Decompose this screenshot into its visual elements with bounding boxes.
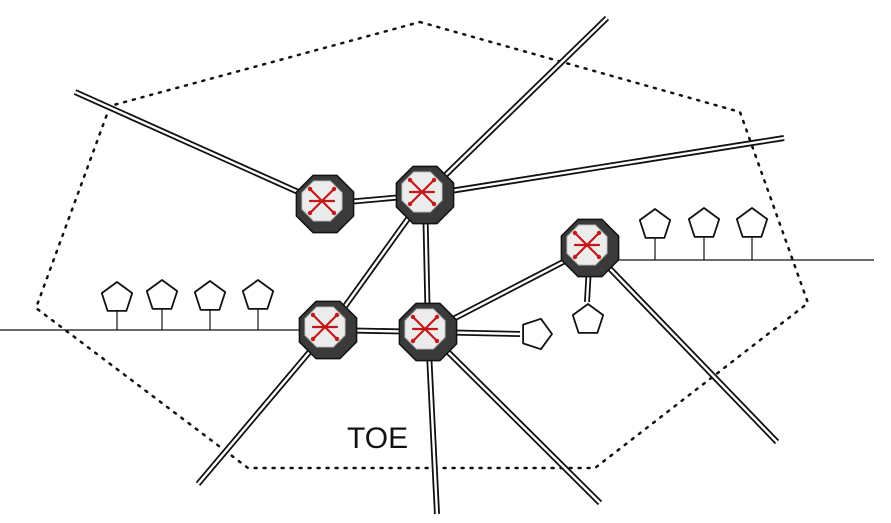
host-pentagon: [638, 208, 672, 239]
network-links-layer: [73, 15, 785, 515]
network-switch-icon: [295, 174, 355, 234]
host-pentagon: [100, 281, 134, 312]
switch-arrow-head: [572, 230, 578, 236]
switch-arrow-head: [310, 336, 316, 342]
switch-arrow-head: [431, 201, 437, 207]
switch-arrow-head: [331, 186, 337, 192]
switch-arrow-head: [307, 186, 313, 192]
pentagon-host-icon: [687, 207, 721, 260]
switch-arrow-head: [410, 338, 416, 344]
network-link-gap: [426, 331, 439, 515]
network-link-gap: [589, 247, 778, 443]
network-link-gap: [197, 329, 329, 485]
network-link-gap: [427, 331, 601, 504]
switch-arrow-head: [434, 314, 440, 320]
network-switch-icon: [298, 300, 358, 360]
switch-arrow-head: [596, 254, 602, 260]
toe-boundary: [34, 20, 810, 470]
switch-arrow-head: [334, 312, 340, 318]
switch-arrow-head: [307, 210, 313, 216]
pentagon-host-icon: [638, 208, 672, 260]
switch-arrow-head: [596, 230, 602, 236]
switch-arrow-head: [310, 312, 316, 318]
host-pentagon: [522, 317, 553, 351]
switch-arrow-head: [407, 201, 413, 207]
pentagon-host-icon: [571, 303, 605, 334]
toe-boundary-layer: [34, 20, 810, 470]
network-link-gap: [424, 136, 785, 197]
pentagon-host-icon: [100, 281, 134, 330]
host-pentagon: [241, 279, 275, 310]
pentagon-host-icon: [735, 207, 769, 260]
switch-arrow-head: [434, 338, 440, 344]
toe-boundary-label: TOE: [347, 422, 408, 455]
switch-arrow-head: [331, 210, 337, 216]
host-pentagon: [687, 207, 721, 238]
host-pentagon: [145, 279, 179, 310]
network-switch-icon: [560, 218, 620, 278]
pentagon-host-icon: [522, 317, 553, 351]
switch-arrow-head: [407, 177, 413, 183]
host-pentagon: [735, 207, 769, 238]
switch-arrow-head: [572, 254, 578, 260]
network-switch-icon: [395, 165, 455, 225]
host-pentagon: [571, 303, 605, 334]
pentagon-host-icon: [241, 279, 275, 330]
switch-arrow-head: [334, 336, 340, 342]
network-link-gap: [74, 90, 326, 206]
switches-layer: [295, 165, 620, 362]
host-pentagon: [193, 280, 227, 311]
network-link-gap: [424, 17, 608, 196]
hosts-layer: [100, 207, 769, 351]
switch-arrow-head: [410, 314, 416, 320]
pentagon-host-icon: [193, 280, 227, 330]
pentagon-host-icon: [145, 279, 179, 330]
switch-arrow-head: [431, 177, 437, 183]
network-switch-icon: [398, 302, 458, 362]
